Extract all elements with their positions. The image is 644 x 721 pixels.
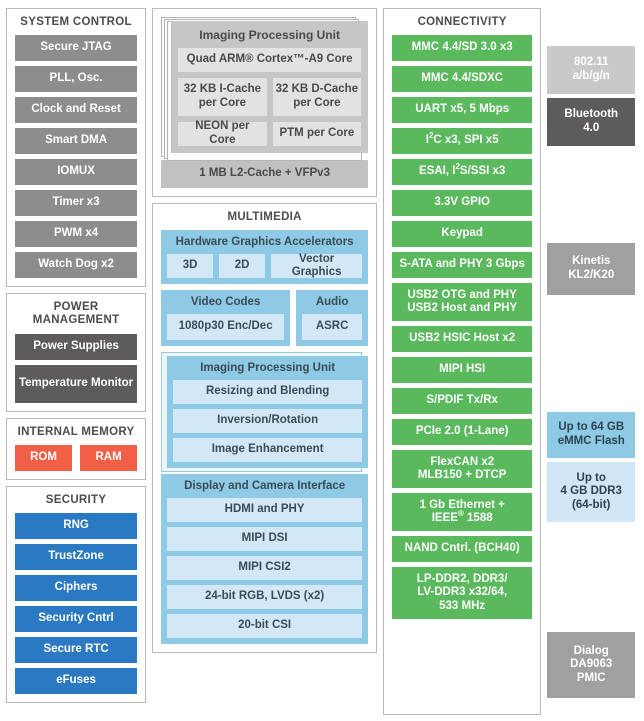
audio-group[interactable]: Audio ASRC xyxy=(296,290,369,347)
block-power-supplies[interactable]: Power Supplies xyxy=(15,333,138,360)
block-security-cntrl[interactable]: Security Cntrl xyxy=(15,606,138,633)
block-quad-arm-core[interactable]: Quad ARM® Cortex™-A9 Core xyxy=(178,48,362,72)
block-iomux[interactable]: IOMUX xyxy=(15,159,138,186)
security-panel: SECURITY RNG TrustZone Ciphers Security … xyxy=(6,485,147,704)
block-temperature-monitor[interactable]: Temperature Monitor xyxy=(15,364,138,403)
block-gpio[interactable]: 3.3V GPIO xyxy=(392,190,533,217)
display-camera-group[interactable]: Display and Camera Interface HDMI and PH… xyxy=(161,474,369,645)
block-mipi-hsi[interactable]: MIPI HSI xyxy=(392,357,533,384)
block-resizing-blending[interactable]: Resizing and Blending xyxy=(173,380,363,405)
connectivity-panel: CONNECTIVITY MMC 4.4/SD 3.0 x3 MMC 4.4/S… xyxy=(383,8,542,715)
multimedia-panel: MULTIMEDIA Hardware Graphics Accelerator… xyxy=(152,203,378,654)
block-mipi-dsi[interactable]: MIPI DSI xyxy=(167,527,363,552)
block-icache[interactable]: 32 KB I-Cache per Core xyxy=(178,78,267,116)
block-mmc-sdxc[interactable]: MMC 4.4/SDXC xyxy=(392,66,533,93)
block-dcache[interactable]: 32 KB D-Cache per Core xyxy=(272,78,362,116)
block-rng[interactable]: RNG xyxy=(15,513,138,540)
block-inversion-rotation[interactable]: Inversion/Rotation xyxy=(173,409,363,434)
block-clock-and-reset[interactable]: Clock and Reset xyxy=(15,97,138,124)
block-pll-osc[interactable]: PLL, Osc. xyxy=(15,66,138,93)
video-codes-title: Video Codes xyxy=(190,296,261,309)
block-24bit-rgb-lvds[interactable]: 24-bit RGB, LVDS (x2) xyxy=(167,585,363,610)
cpu-stack: Imaging Processing Unit Quad ARM® Cortex… xyxy=(161,17,369,161)
block-neon[interactable]: NEON per Core xyxy=(178,120,267,146)
ipu-title: Imaging Processing Unit xyxy=(200,362,336,375)
graphics-accelerators-row: 3D 2D Vector Graphics xyxy=(167,253,363,279)
block-ciphers[interactable]: Ciphers xyxy=(15,575,138,602)
block-i2c-spi[interactable]: I2C x3, SPI x5 xyxy=(392,128,533,155)
block-spdif[interactable]: S/PDIF Tx/Rx xyxy=(392,388,533,415)
block-secure-jtag[interactable]: Secure JTAG xyxy=(15,35,138,62)
block-ram[interactable]: RAM xyxy=(80,444,138,471)
block-ddr-controller[interactable]: LP-DDR2, DDR3/LV-DDR3 x32/64,533 MHz xyxy=(392,567,533,620)
internal-memory-panel: INTERNAL MEMORY ROM RAM xyxy=(6,417,147,480)
block-vector-graphics[interactable]: Vector Graphics xyxy=(271,253,363,279)
block-1080p30[interactable]: 1080p30 Enc/Dec xyxy=(167,314,285,341)
graphics-accelerators-title: Hardware Graphics Accelerators xyxy=(175,236,354,249)
cpu-neon-ptm-row: NEON per Core PTM per Core xyxy=(178,120,362,146)
cpu-panel: Imaging Processing Unit Quad ARM® Cortex… xyxy=(152,8,378,197)
video-codes-group[interactable]: Video Codes 1080p30 Enc/Dec xyxy=(161,290,291,347)
block-pcie[interactable]: PCIe 2.0 (1-Lane) xyxy=(392,419,533,446)
block-mipi-csi2[interactable]: MIPI CSI2 xyxy=(167,556,363,581)
block-ethernet-ieee1588[interactable]: 1 Gb Ethernet +IEEE® 1588 xyxy=(392,493,533,532)
block-keypad[interactable]: Keypad xyxy=(392,221,533,248)
internal-memory-row: ROM RAM xyxy=(15,444,138,471)
block-usb2-hsic[interactable]: USB2 HSIC Host x2 xyxy=(392,326,533,353)
ipu-stack: Imaging Processing Unit Resizing and Ble… xyxy=(161,352,369,473)
internal-memory-title: INTERNAL MEMORY xyxy=(17,425,135,438)
block-ptm[interactable]: PTM per Core xyxy=(272,122,362,146)
block-esai-i2s-ssi[interactable]: ESAI, I2S/SSI x3 xyxy=(392,159,533,186)
multimedia-title: MULTIMEDIA xyxy=(227,211,302,223)
block-secure-rtc[interactable]: Secure RTC xyxy=(15,637,138,664)
block-20bit-csi[interactable]: 20-bit CSI xyxy=(167,614,363,639)
cpu-title: Imaging Processing Unit xyxy=(199,28,340,42)
center-column: Imaging Processing Unit Quad ARM® Cortex… xyxy=(152,8,378,715)
block-asrc[interactable]: ASRC xyxy=(302,314,363,341)
system-control-title: SYSTEM CONTROL xyxy=(20,16,132,28)
block-pwm[interactable]: PWM x4 xyxy=(15,221,138,248)
graphics-accelerators-group[interactable]: Hardware Graphics Accelerators 3D 2D Vec… xyxy=(161,230,369,285)
power-management-panel: POWER MANAGEMENT Power Supplies Temperat… xyxy=(6,293,147,412)
block-nand-cntrl[interactable]: NAND Cntrl. (BCH40) xyxy=(392,536,533,563)
block-hdmi-phy[interactable]: HDMI and PHY xyxy=(167,498,363,523)
cpu-main-block[interactable]: Imaging Processing Unit Quad ARM® Cortex… xyxy=(171,21,369,153)
block-watch-dog[interactable]: Watch Dog x2 xyxy=(15,252,138,279)
block-trustzone[interactable]: TrustZone xyxy=(15,544,138,571)
block-efuses[interactable]: eFuses xyxy=(15,668,138,695)
block-3d[interactable]: 3D xyxy=(167,254,214,279)
connectivity-title: CONNECTIVITY xyxy=(417,16,507,28)
block-l2-cache[interactable]: 1 MB L2-Cache + VFPv3 xyxy=(161,160,369,188)
cpu-core-row: Quad ARM® Cortex™-A9 Core xyxy=(178,48,362,72)
block-uart[interactable]: UART x5, 5 Mbps xyxy=(392,97,533,124)
power-management-title: POWER MANAGEMENT xyxy=(32,301,120,327)
cpu-cache-row: 32 KB I-Cache per Core 32 KB D-Cache per… xyxy=(178,78,362,116)
ipu-group[interactable]: Imaging Processing Unit Resizing and Ble… xyxy=(167,356,369,469)
left-column: SYSTEM CONTROL Secure JTAG PLL, Osc. Clo… xyxy=(6,8,147,715)
block-rom[interactable]: ROM xyxy=(15,444,73,471)
block-image-enhancement[interactable]: Image Enhancement xyxy=(173,438,363,463)
audio-title: Audio xyxy=(315,296,349,309)
block-2d[interactable]: 2D xyxy=(219,254,266,279)
block-timer[interactable]: Timer x3 xyxy=(15,190,138,217)
block-mmc-sd30[interactable]: MMC 4.4/SD 3.0 x3 xyxy=(392,35,533,62)
security-title: SECURITY xyxy=(45,493,107,506)
video-audio-row: Video Codes 1080p30 Enc/Dec Audio ASRC xyxy=(161,290,369,347)
display-camera-title: Display and Camera Interface xyxy=(184,480,346,493)
system-control-panel: SYSTEM CONTROL Secure JTAG PLL, Osc. Clo… xyxy=(6,8,147,288)
block-smart-dma[interactable]: Smart DMA xyxy=(15,128,138,155)
block-sata-phy[interactable]: S-ATA and PHY 3 Gbps xyxy=(392,252,533,279)
